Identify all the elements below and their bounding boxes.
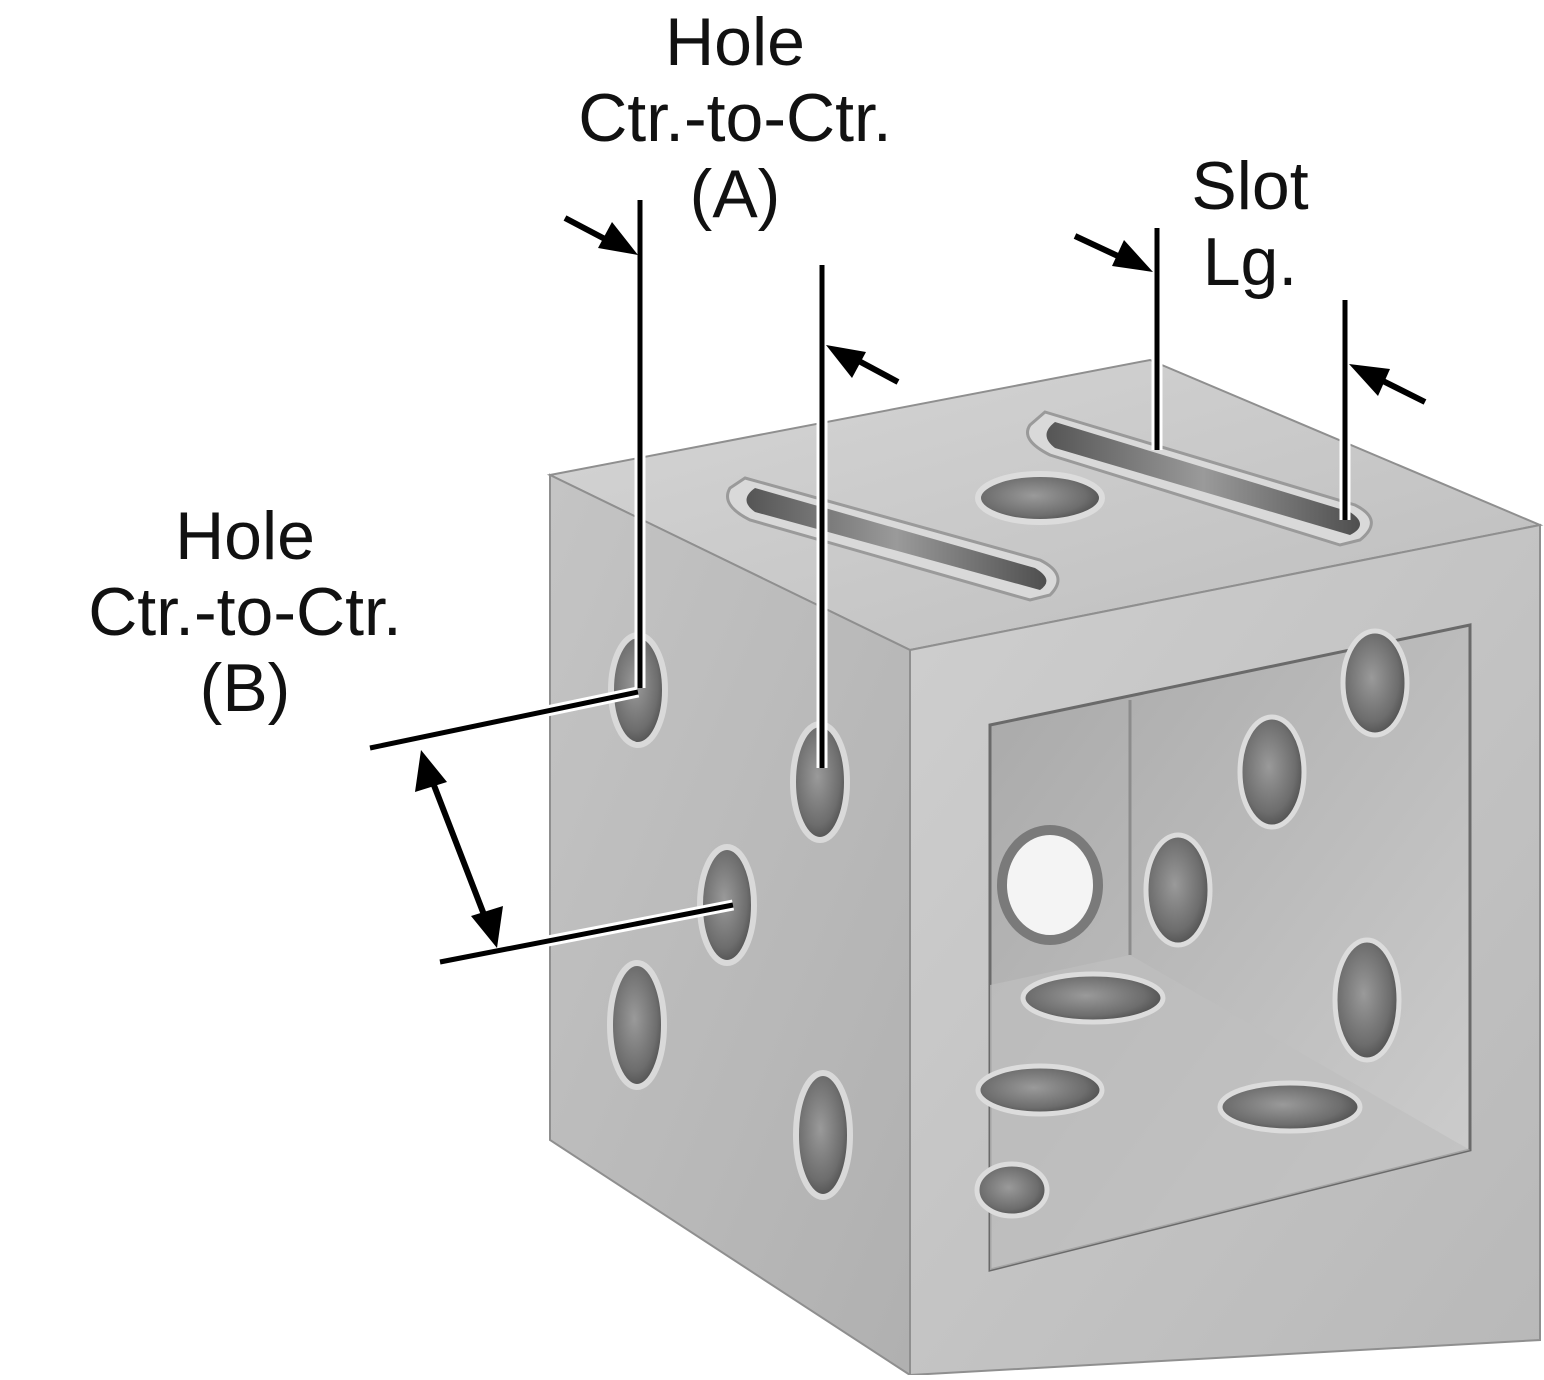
inner-hole-6 [1020, 971, 1166, 1025]
dimension-b [368, 686, 735, 968]
left-hole-5 [793, 1070, 853, 1200]
label-hole-ctr-to-ctr-b: Hole Ctr.-to-Ctr. (B) [0, 498, 490, 726]
label-slot-length: Slot Lg. [1120, 148, 1380, 300]
left-hole-4 [607, 960, 667, 1090]
label-slot-line2: Lg. [1202, 224, 1298, 300]
inner-hole-5 [997, 825, 1103, 945]
inner-hole-8 [975, 1063, 1105, 1117]
label-b-line1: Hole [175, 498, 315, 574]
label-a-line1: Hole [665, 4, 805, 80]
inner-hole-4 [1332, 937, 1402, 1063]
top-center-hole [975, 471, 1105, 525]
dimension-a [563, 200, 900, 768]
inner-hole-3 [1143, 832, 1213, 948]
dimension-slot [1073, 228, 1427, 520]
top-slot-right [1026, 410, 1373, 547]
inner-hole-7 [1217, 1080, 1363, 1134]
inner-hole-1 [1340, 628, 1410, 738]
label-a-line3: (A) [689, 156, 781, 232]
label-a-line2: Ctr.-to-Ctr. [578, 80, 892, 156]
label-slot-line1: Slot [1191, 148, 1309, 224]
inner-hole-9 [974, 1161, 1050, 1219]
label-hole-ctr-to-ctr-a: Hole Ctr.-to-Ctr. (A) [470, 4, 1000, 232]
inner-hole-2 [1237, 714, 1307, 830]
label-b-line2: Ctr.-to-Ctr. [88, 574, 402, 650]
label-b-line3: (B) [199, 650, 291, 726]
